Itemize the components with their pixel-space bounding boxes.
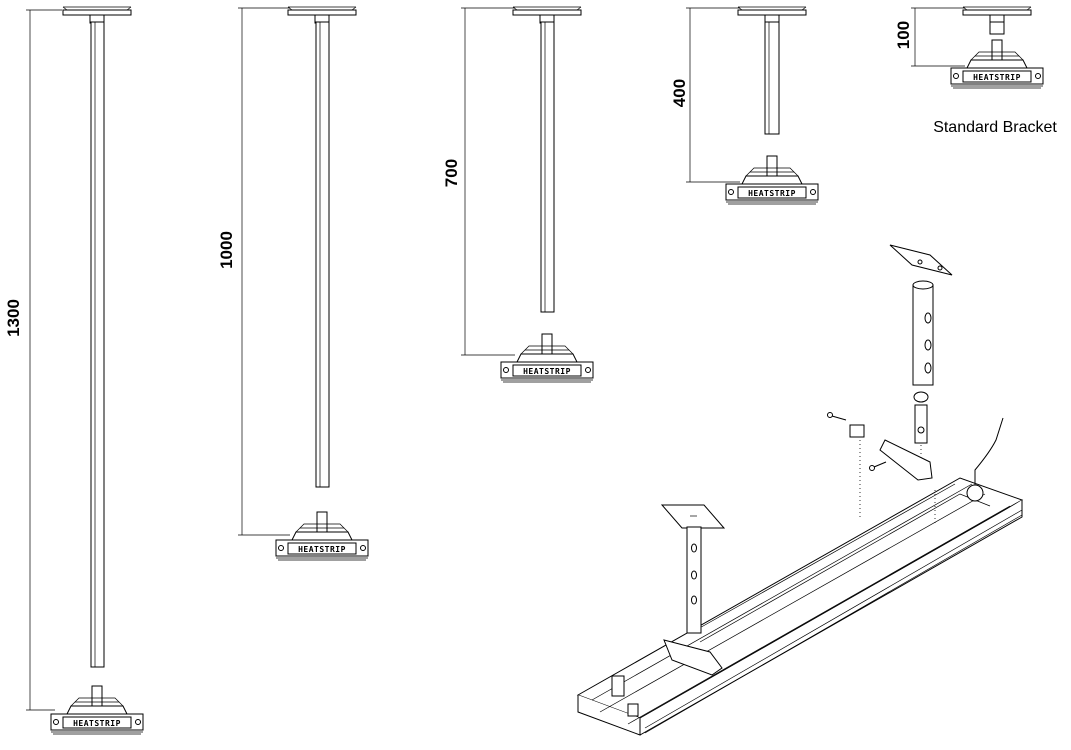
- standard-bracket-caption: Standard Bracket: [933, 119, 1057, 136]
- dimension-label-1300: 1300: [4, 299, 23, 337]
- brand-label: HEATSTRIP: [973, 73, 1021, 82]
- brand-label: HEATSTRIP: [298, 545, 346, 554]
- bracket-1300: HEATSTRIP: [26, 6, 144, 735]
- bracket-400: HEATSTRIP: [686, 6, 819, 205]
- brand-label: HEATSTRIP: [748, 189, 796, 198]
- bracket-700: HEATSTRIP: [461, 6, 594, 383]
- dimension-label-400: 400: [670, 79, 689, 107]
- exploded-assembly: [576, 244, 1024, 736]
- dimension-label-100: 100: [894, 21, 913, 49]
- brand-label: HEATSTRIP: [73, 719, 121, 728]
- dimension-label-700: 700: [442, 159, 461, 187]
- brand-label: HEATSTRIP: [523, 367, 571, 376]
- bracket-100-standard: HEATSTRIP: [911, 6, 1044, 89]
- dimension-label-1000: 1000: [217, 231, 236, 269]
- bracket-1000: HEATSTRIP: [238, 6, 369, 561]
